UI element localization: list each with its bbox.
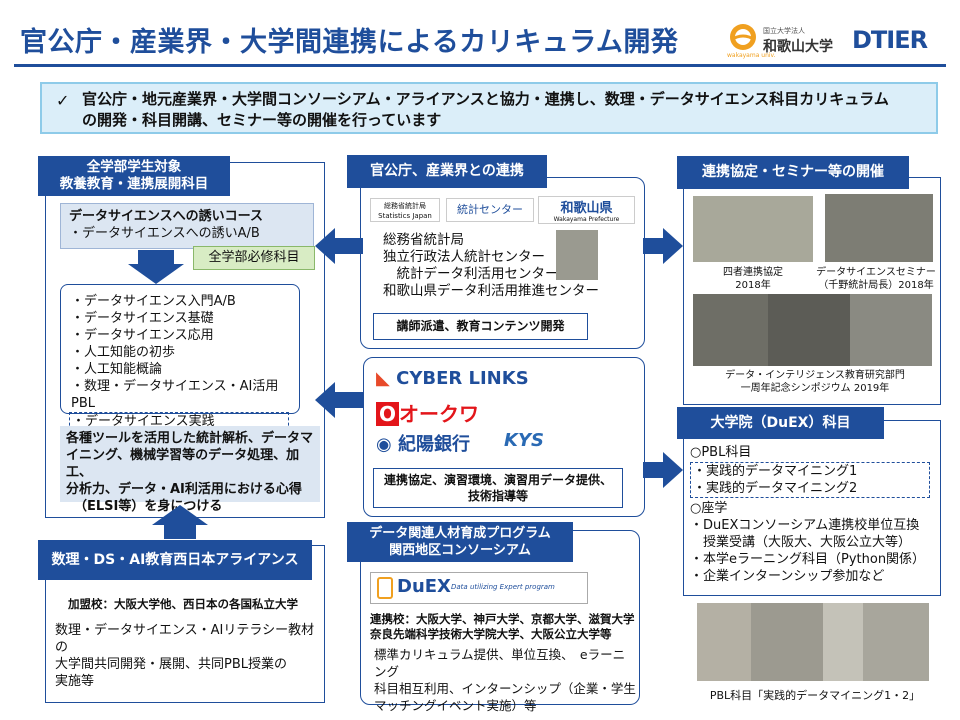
- symposium-photo-3: [850, 294, 932, 366]
- left-arrow-icon: [315, 228, 363, 264]
- title-underline: [14, 64, 946, 67]
- up-arrow-icon: [152, 505, 208, 539]
- alliance-header: 数理・DS・AI教育西日本アライアンス: [38, 540, 312, 580]
- pbl-photo-2: [751, 603, 823, 681]
- pbl-caption: PBL科目「実践的データマイニング1・2」: [709, 689, 921, 702]
- left-arrow-icon: [315, 382, 363, 418]
- stat-center-logo: 統計センター: [446, 198, 534, 222]
- building-photo: [556, 230, 598, 280]
- summary-line-1: 官公庁・地元産業界・大学間コンソーシアム・アライアンスと協力・連携し、数理・デー…: [82, 90, 889, 108]
- list-item: ・データサイエンス入門A/B: [71, 294, 236, 309]
- summary-box: ✓ 官公庁・地元産業界・大学間コンソーシアム・アライアンスと協力・連携し、数理・…: [40, 82, 938, 134]
- list-item: ・データサイエンス基礎: [71, 311, 214, 326]
- kansai-header: データ関連人材育成プログラム関西地区コンソーシアム: [347, 522, 573, 562]
- duex-logo: DuEX Data utilizing Expert program: [370, 572, 588, 604]
- invite-course-item: ・データサイエンスへの誘いA/B: [69, 226, 260, 241]
- right-arrow-icon: [643, 452, 683, 488]
- summary-line-2: の開発・科目開講、セミナー等の開催を行っています: [82, 111, 442, 129]
- skills-box: 各種ツールを活用した統計解析、データマ イニング、機械学習等のデータ処理、加工、…: [60, 426, 320, 514]
- pbl-photo-4: [863, 603, 929, 681]
- alliance-members: 加盟校：大阪大学他、西日本の各国私立大学: [68, 597, 298, 611]
- wakayama-univ-sub: wakayama univ.: [727, 52, 776, 59]
- pbl-photo-3: [823, 603, 863, 681]
- seminar-caption: データサイエンスセミナー（千野統計局長）2018年: [816, 267, 936, 291]
- graduate-panel: [683, 420, 941, 596]
- pbl-heading: ○PBL科目: [690, 445, 752, 460]
- invite-course-title: データサイエンスへの誘いコース: [69, 209, 263, 224]
- pbl-list: ・実践的データマイニング1 ・実践的データマイニング2: [690, 462, 930, 498]
- kansai-description: 標準カリキュラム提供、単位互換、 eラーニング 科目相互利用、インターンシップ（…: [374, 647, 636, 713]
- kys-logo: KYS: [504, 430, 544, 451]
- list-item: ・人工知能の初歩: [71, 345, 176, 360]
- wakayama-univ-name: 和歌山大学: [763, 39, 833, 55]
- course-list-box: ・データサイエンス入門A/B ・データサイエンス基礎 ・データサイエンス応用 ・…: [60, 284, 300, 431]
- required-badge: 全学部必修科目: [193, 246, 315, 270]
- symposium-photo-2: [768, 294, 850, 366]
- lecture-list: ○座学 ・DuEXコンソーシアム連携校単位互換 授業受講（大阪大、大阪公立大等）…: [690, 501, 926, 584]
- wakayama-univ-logo: 国立大学法人 和歌山大学 wakayama univ.: [725, 18, 845, 62]
- list-item: ・データサイエンス応用: [71, 328, 214, 343]
- invite-course-box: データサイエンスへの誘いコース ・データサイエンスへの誘いA/B: [60, 203, 314, 249]
- pbl-photo-1: [697, 603, 751, 681]
- general-education-header: 全学部学生対象教養教育・連携展開科目: [38, 156, 230, 196]
- alliance-description: 数理・データサイエンス・AIリテラシー教材の 大学間共同開発・展開、共同PBL授…: [55, 623, 315, 689]
- list-item: ・数理・データサイエンス・AI活用PBL: [71, 379, 279, 411]
- kansai-members: 連携校：大阪大学、神戸大学、京都大学、滋賀大学 奈良先端科学技術大学院大学、大阪…: [370, 612, 635, 641]
- agreement-photo: [693, 196, 813, 262]
- government-list: 総務省統計局 独立行政法人統計センター 統計データ利活用センター 和歌山県データ…: [383, 232, 599, 299]
- down-arrow-icon: [128, 250, 184, 284]
- government-header: 官公庁、産業界との連携: [347, 155, 547, 188]
- symposium-caption: データ・インテリジェンス教育研究部門一周年記念シンポジウム 2019年: [725, 370, 905, 394]
- check-icon: ✓: [56, 91, 70, 110]
- seminar-photo: [825, 194, 933, 262]
- duex-emblem-icon: [377, 577, 393, 599]
- seminar-header: 連携協定・セミナー等の開催: [677, 156, 909, 189]
- cyberlinks-logo: ◣ CYBER LINKS: [376, 368, 529, 389]
- dtier-logo: DTIER: [852, 26, 928, 54]
- graduate-header: 大学院（DuEX）科目: [677, 407, 884, 439]
- right-arrow-icon: [643, 228, 683, 264]
- dispatch-box: 講師派遣、教育コンテンツ開発: [373, 313, 588, 340]
- list-item: ・人工知能概論: [71, 362, 163, 377]
- industry-description: 連携協定、演習環境、演習用データ提供、 技術指導等: [373, 468, 623, 508]
- page-title: 官公庁・産業界・大学間連携によるカリキュラム開発: [20, 27, 679, 58]
- symposium-photo-1: [693, 294, 768, 366]
- kiyo-bank-logo: ◉ 紀陽銀行: [376, 434, 470, 455]
